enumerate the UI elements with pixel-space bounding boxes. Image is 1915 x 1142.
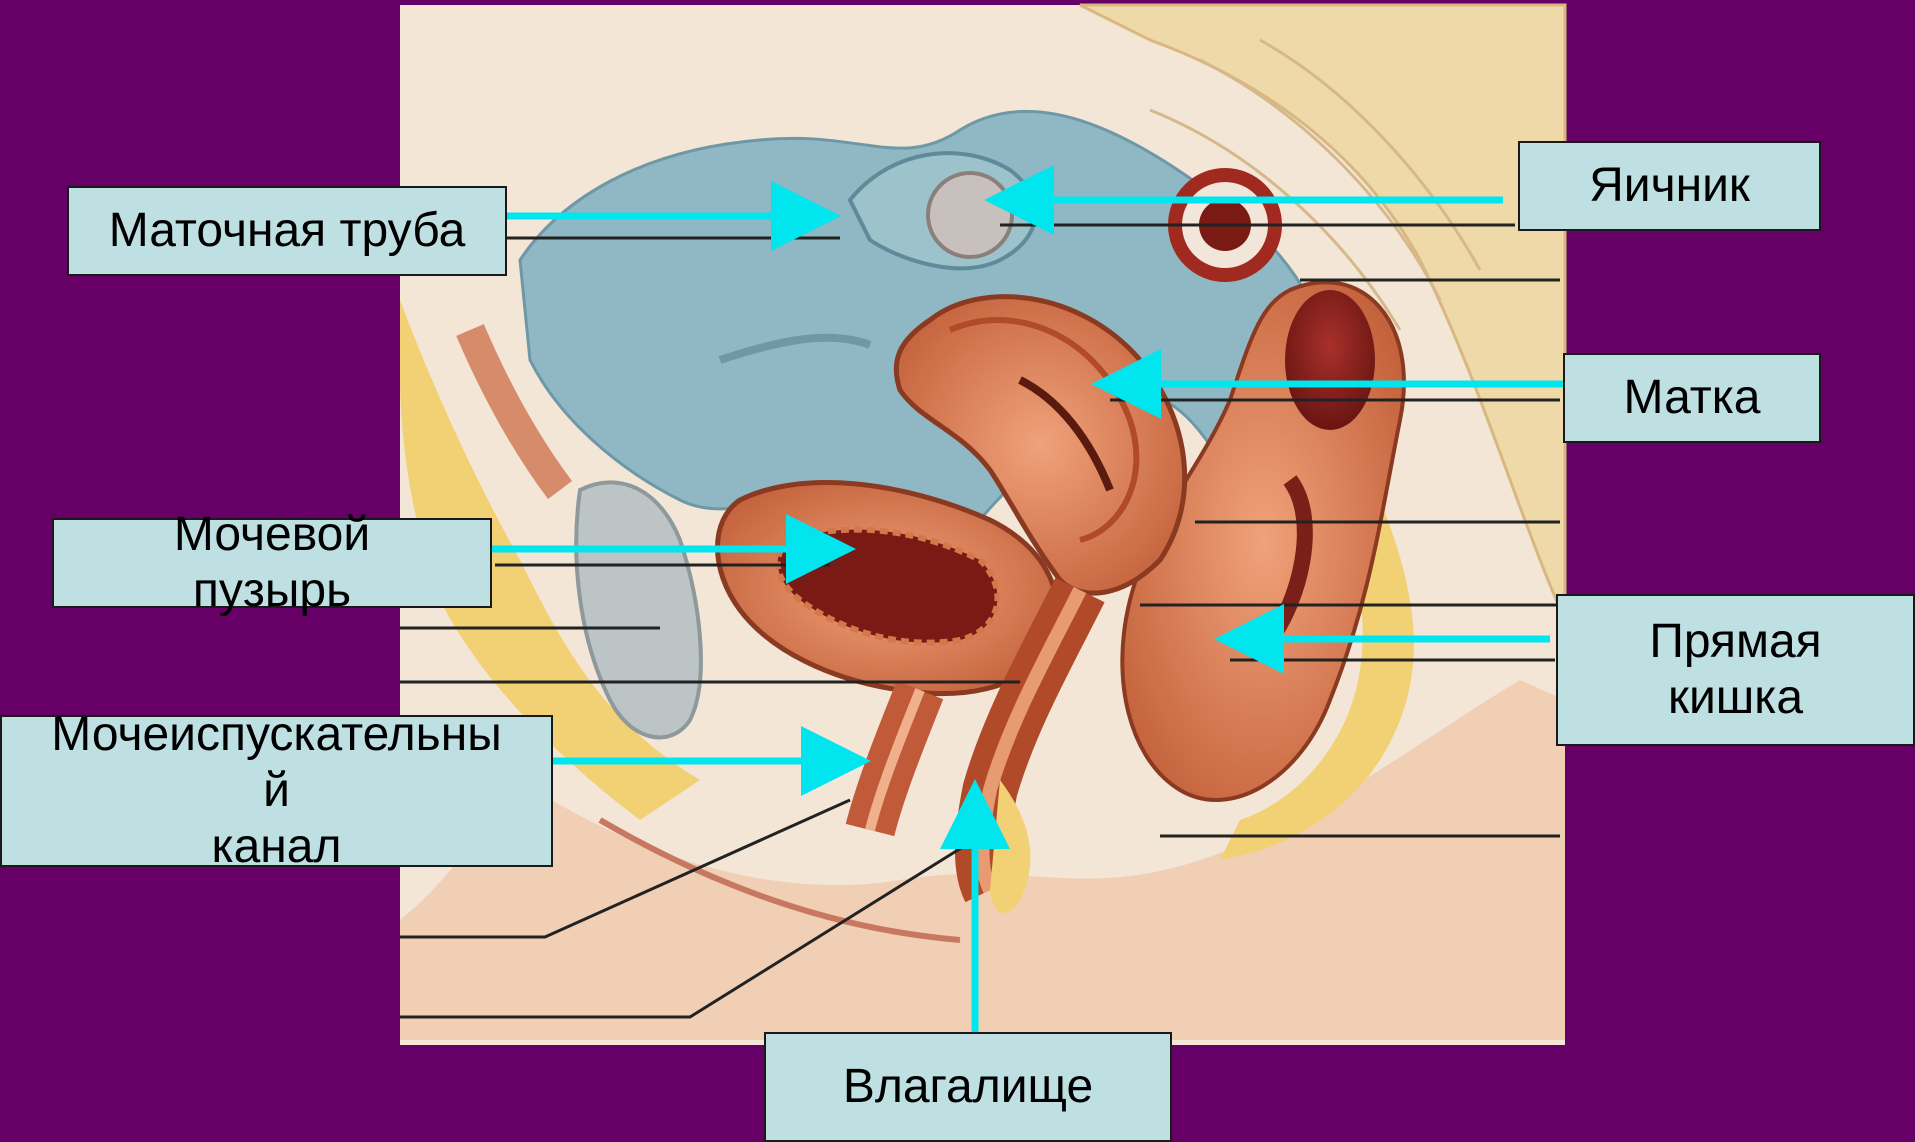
label-bladder: Мочевой пузырь <box>52 518 492 608</box>
label-vagina: Влагалище <box>764 1032 1172 1142</box>
ovary <box>928 173 1012 257</box>
label-ovary: Яичник <box>1518 141 1821 231</box>
label-uterus: Матка <box>1563 353 1821 443</box>
label-rectum: Прямая кишка <box>1556 594 1915 746</box>
label-fallopian-tube: Маточная труба <box>67 186 507 276</box>
label-urethra: Мочеиспускательны й канал <box>0 715 553 867</box>
